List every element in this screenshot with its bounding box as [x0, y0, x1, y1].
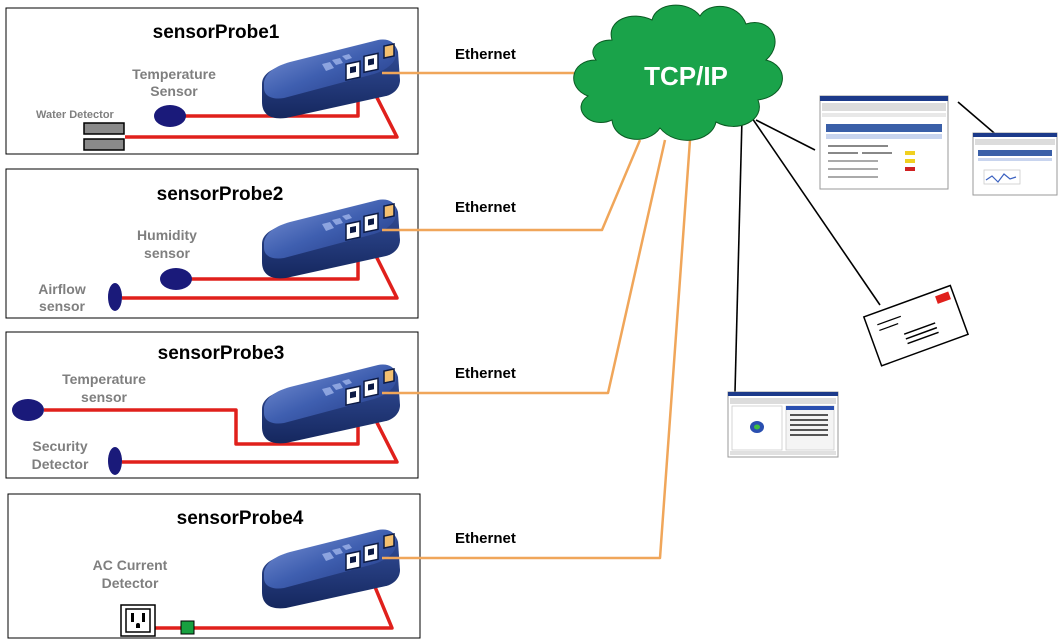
sensor-label: sensor — [81, 389, 127, 405]
panel-title: sensorProbe1 — [153, 22, 280, 43]
panel-title: sensorProbe3 — [158, 343, 285, 364]
sensor-cable — [152, 569, 394, 630]
link-line — [755, 119, 816, 151]
ethernet-links: Ethernet Ethernet Ethernet Ethernet — [382, 46, 692, 560]
water-detector-icon — [83, 122, 125, 151]
round-sensor-icon — [160, 268, 192, 290]
sensor-label: Detector — [32, 456, 89, 472]
browser-screenshot-icon — [819, 95, 949, 190]
tcpip-cloud: TCP/IP — [573, 4, 783, 141]
round-sensor-icon — [154, 105, 186, 127]
sensor-label: Airflow — [38, 281, 86, 297]
email-envelope-icon — [862, 284, 970, 367]
sensor-label: Water Detector — [36, 109, 115, 121]
sensor-label: Temperature — [132, 66, 216, 82]
current-clamp-icon — [180, 620, 195, 635]
panel-sensorprobe1: sensorProbe1 Temperature Sensor Water De… — [5, 7, 419, 155]
ethernet-cable-4 — [382, 139, 692, 560]
sensor-label: sensor — [39, 298, 85, 314]
sensor-label: sensor — [144, 245, 190, 261]
cloud-label: TCP/IP — [644, 61, 728, 91]
ethernet-label: Ethernet — [455, 46, 516, 63]
client-links — [734, 101, 1001, 393]
sensor-cable — [122, 239, 399, 300]
ethernet-label: Ethernet — [455, 530, 516, 547]
panel-sensorprobe4: sensorProbe4 AC Current Detector — [7, 493, 421, 639]
oval-sensor-icon — [108, 283, 122, 311]
round-sensor-icon — [12, 399, 44, 421]
panel-title: sensorProbe2 — [157, 184, 284, 205]
link-line — [751, 117, 881, 306]
panel-title: sensorProbe4 — [177, 508, 304, 529]
ethernet-cable-2 — [382, 139, 642, 232]
management-software-icon — [727, 391, 839, 458]
ethernet-label: Ethernet — [455, 199, 516, 216]
sensor-cable — [125, 79, 399, 139]
ethernet-cable-3 — [382, 139, 667, 395]
sensor-cable — [122, 404, 399, 464]
ac-outlet-icon — [120, 604, 156, 637]
panel-sensorprobe2: sensorProbe2 Humidity sensor Airflow sen… — [5, 168, 419, 319]
sensor-label: Temperature — [62, 371, 146, 387]
small-browser-screenshot-icon — [972, 132, 1058, 196]
sensor-label: AC Current — [93, 557, 168, 573]
sensor-label: Detector — [102, 575, 159, 591]
ethernet-label: Ethernet — [455, 365, 516, 382]
link-line — [957, 101, 1001, 139]
sensor-cable — [44, 408, 360, 446]
oval-sensor-icon — [108, 447, 122, 475]
sensor-label: Sensor — [150, 83, 198, 99]
cloud-shape — [573, 4, 783, 141]
link-line — [734, 117, 743, 393]
panel-sensorprobe3: sensorProbe3 Temperature sensor Security… — [5, 331, 419, 479]
sensor-label: Humidity — [137, 227, 197, 243]
sensor-label: Security — [32, 438, 87, 454]
